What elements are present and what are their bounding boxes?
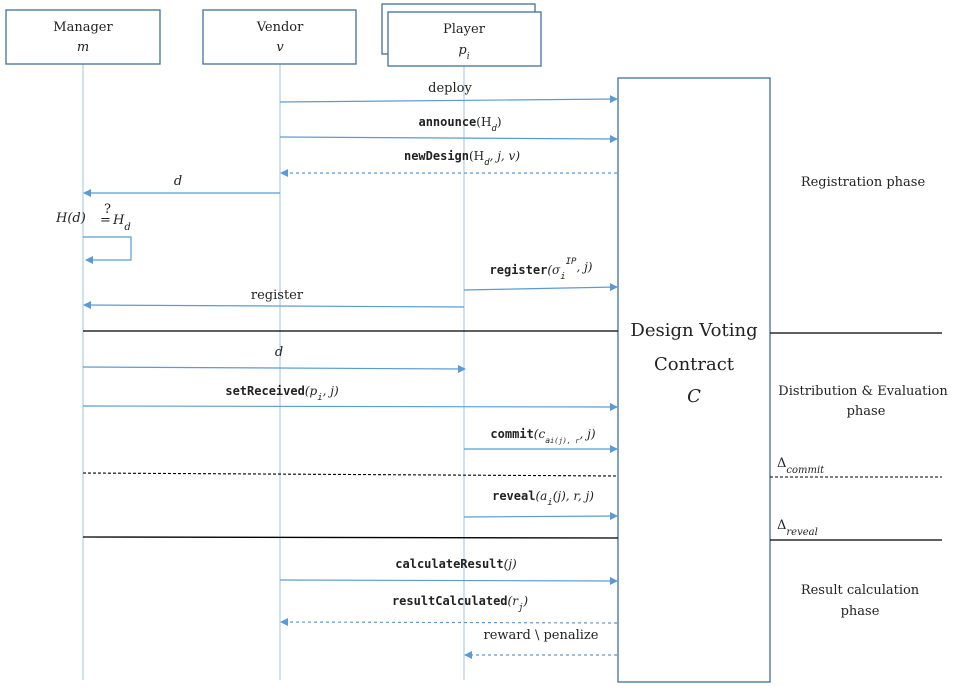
msg-announce: announce(Hd): [279, 115, 618, 143]
msg-d-manager-to-player: d: [82, 345, 466, 373]
msg-register-call: register(σiIP, j): [463, 257, 618, 292]
svg-text:newDesign(Hd, j, v): newDesign(Hd, j, v): [404, 149, 520, 168]
svg-text:register: register: [251, 288, 304, 303]
svg-text:calculateResult(j): calculateResult(j): [395, 557, 517, 571]
contract-box: Design Voting Contract C: [617, 77, 771, 683]
contract-symbol: C: [687, 386, 701, 407]
msg-d-vendor-to-manager: d: [83, 174, 280, 197]
msg-setreceived: setReceived(pi, j): [82, 384, 618, 411]
deadline-reveal: Δreveal: [777, 518, 818, 538]
svg-text:commit(cai(j), r, j): commit(cai(j), r, j): [490, 427, 595, 445]
svg-text:?: ?: [104, 202, 111, 217]
svg-text:d: d: [275, 345, 283, 360]
manager-symbol: m: [77, 40, 89, 55]
phase-result-line2: phase: [841, 604, 880, 619]
svg-text:announce(Hd): announce(Hd): [418, 115, 501, 134]
svg-text:setReceived(pi, j): setReceived(pi, j): [225, 384, 339, 403]
manager-name: Manager: [53, 20, 113, 35]
msg-hash-check: H(d) ? = Hd: [55, 202, 132, 264]
phase-result-line1: Result calculation: [801, 583, 920, 598]
contract-line1: Design Voting: [630, 320, 757, 341]
svg-text:reward \ penalize: reward \ penalize: [484, 628, 599, 643]
svg-text:resultCalculated(rj): resultCalculated(rj): [392, 594, 528, 613]
msg-reveal: reveal(ai(j), r, j): [463, 489, 618, 521]
vendor-name: Vendor: [256, 20, 304, 35]
svg-text:H(d): H(d): [55, 211, 86, 226]
contract-line2: Contract: [654, 354, 735, 375]
player-symbol: pi: [458, 43, 469, 62]
svg-text:reveal(ai(j), r, j): reveal(ai(j), r, j): [492, 489, 594, 508]
svg-text:Hd: Hd: [112, 213, 131, 233]
msg-reward-penalize: reward \ penalize: [464, 628, 617, 659]
phase-distribution-line1: Distribution & Evaluation: [778, 384, 948, 399]
svg-text:register(σiIP, j): register(σiIP, j): [490, 257, 593, 282]
msg-resultcalculated: resultCalculated(rj): [280, 594, 618, 627]
manager-box: Manager m: [5, 9, 161, 65]
msg-commit: commit(cai(j), r, j): [464, 427, 618, 453]
vendor-box: Vendor v: [202, 9, 357, 65]
player-name: Player: [443, 22, 486, 37]
msg-register-back: register: [83, 288, 465, 310]
msg-newdesign: newDesign(Hd, j, v): [280, 149, 617, 177]
msg-calculateresult: calculateResult(j): [279, 557, 618, 585]
svg-text:=: =: [100, 213, 111, 228]
phase-registration: Registration phase: [801, 175, 926, 190]
vendor-symbol: v: [276, 40, 284, 55]
phase-distribution-line2: phase: [847, 404, 886, 419]
svg-text:deploy: deploy: [428, 81, 472, 96]
deadline-commit: Δcommit: [777, 456, 825, 476]
divider-commit-left: [82, 472, 619, 477]
player-box: Player pi: [381, 3, 542, 67]
divider-reveal-left: [82, 536, 619, 539]
msg-deploy: deploy: [279, 81, 618, 104]
svg-text:d: d: [174, 174, 182, 189]
